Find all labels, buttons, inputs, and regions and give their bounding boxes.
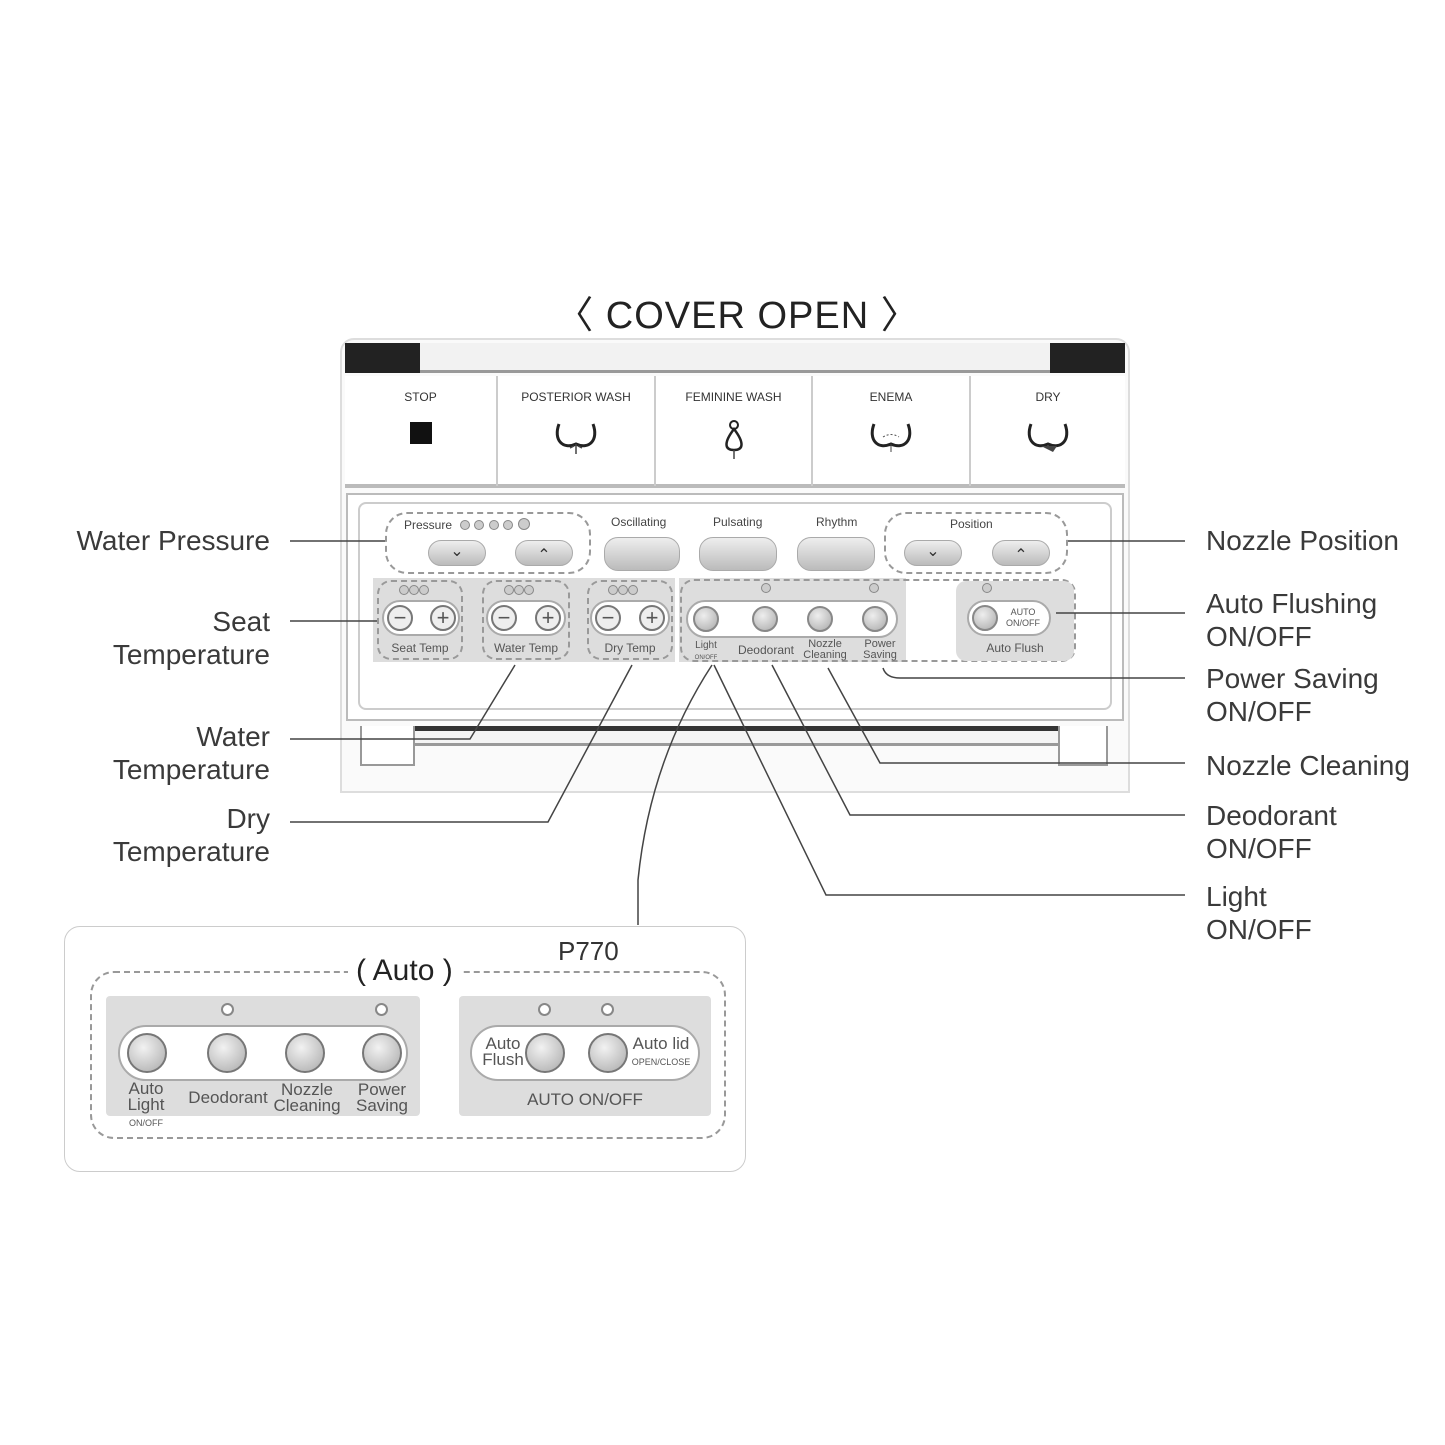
right-hinge bbox=[1050, 343, 1125, 373]
callout-water-temperature: Water Temperature bbox=[112, 721, 270, 785]
pressure-down-button[interactable]: ⌄ bbox=[428, 540, 486, 566]
auto-power-saving-indicator bbox=[375, 1003, 388, 1016]
enema-icon bbox=[870, 423, 912, 452]
auto-power-saving-label: Power Saving bbox=[356, 1080, 408, 1115]
callout-dry-temperature: Dry Temperature bbox=[112, 803, 270, 867]
seat-temp-dots bbox=[399, 582, 429, 600]
pulsating-button[interactable] bbox=[699, 537, 777, 571]
dry-temp-minus-button[interactable]: − bbox=[595, 605, 621, 631]
auto-flush-label-2: Auto Flush bbox=[482, 1034, 524, 1069]
auto-flush-button-2[interactable] bbox=[525, 1033, 565, 1073]
left-hinge bbox=[345, 343, 420, 373]
auto-power-saving-button[interactable] bbox=[362, 1033, 402, 1073]
callout-power-saving: Power Saving ON/OFF bbox=[1206, 663, 1379, 727]
auto-light-button[interactable] bbox=[127, 1033, 167, 1073]
auto-deodorant-indicator bbox=[221, 1003, 234, 1016]
feminine-wash-icon bbox=[724, 420, 743, 459]
position-down-button[interactable]: ⌄ bbox=[904, 540, 962, 566]
seat-temp-plus-button[interactable]: + bbox=[430, 605, 456, 631]
model-label: P770 bbox=[558, 936, 619, 967]
auto-lid-button[interactable] bbox=[588, 1033, 628, 1073]
dry-temp-dots bbox=[608, 582, 638, 600]
auto-flush-label: Auto Flush bbox=[986, 641, 1044, 655]
feminine-wash-label: FEMININE WASH bbox=[685, 390, 782, 404]
nozzle-cleaning-label: Nozzle Cleaning bbox=[803, 638, 847, 661]
feminine-wash-button[interactable]: FEMININE WASH bbox=[656, 376, 813, 486]
right-foot bbox=[1058, 726, 1108, 766]
callout-light: Light ON/OFF bbox=[1206, 881, 1312, 945]
dry-button[interactable]: DRY bbox=[971, 376, 1125, 486]
dry-label: DRY bbox=[1035, 390, 1061, 404]
callout-auto-flushing: Auto Flushing ON/OFF bbox=[1206, 588, 1378, 652]
light-button[interactable] bbox=[693, 606, 719, 632]
posterior-wash-icon bbox=[555, 423, 597, 454]
seat-temp-group bbox=[377, 580, 463, 660]
power-saving-indicator bbox=[869, 583, 879, 593]
auto-flush-indicator-2 bbox=[538, 1003, 551, 1016]
position-up-button[interactable]: ⌃ bbox=[992, 540, 1050, 566]
stop-label: STOP bbox=[404, 390, 437, 404]
power-saving-button[interactable] bbox=[862, 606, 888, 632]
dry-temp-plus-button[interactable]: + bbox=[639, 605, 665, 631]
dry-temp-label: Dry Temp bbox=[604, 641, 656, 655]
auto-lid-indicator bbox=[601, 1003, 614, 1016]
function-group bbox=[680, 579, 1076, 662]
auto-heading: ( Auto ) bbox=[348, 954, 461, 988]
left-foot bbox=[360, 726, 415, 766]
water-temp-group bbox=[482, 580, 570, 660]
stop-icon bbox=[409, 422, 432, 444]
water-temp-plus-button[interactable]: + bbox=[535, 605, 561, 631]
enema-label: ENEMA bbox=[869, 390, 913, 404]
seat-slot bbox=[415, 726, 1060, 746]
nozzle-cleaning-button[interactable] bbox=[807, 606, 833, 632]
rhythm-button[interactable] bbox=[797, 537, 875, 571]
pressure-up-button[interactable]: ⌃ bbox=[515, 540, 573, 566]
auto-deodorant-button[interactable] bbox=[207, 1033, 247, 1073]
power-saving-label: Power Saving bbox=[863, 638, 897, 661]
oscillating-button[interactable] bbox=[604, 537, 680, 571]
auto-flush-button[interactable] bbox=[972, 605, 998, 631]
callout-seat-temperature: Seat Temperature bbox=[112, 606, 270, 670]
deodorant-label: Deodorant bbox=[737, 643, 795, 657]
top-bar bbox=[345, 343, 1125, 373]
position-group bbox=[884, 512, 1068, 574]
callout-deodorant: Deodorant ON/OFF bbox=[1206, 800, 1337, 864]
auto-onoff-caption: AUTO ON/OFF bbox=[527, 1090, 643, 1109]
posterior-wash-label: POSTERIOR WASH bbox=[521, 390, 631, 404]
deodorant-button[interactable] bbox=[752, 606, 778, 632]
pressure-level-dots bbox=[460, 517, 530, 535]
water-temp-minus-button[interactable]: − bbox=[491, 605, 517, 631]
position-label: Position bbox=[950, 517, 993, 531]
auto-nozzle-cleaning-button[interactable] bbox=[285, 1033, 325, 1073]
auto-flush-indicator bbox=[982, 583, 992, 593]
diagram-title: 〈 COVER OPEN 〉 bbox=[555, 295, 920, 337]
deodorant-indicator bbox=[761, 583, 771, 593]
seat-temp-label: Seat Temp bbox=[391, 641, 449, 655]
callout-nozzle-cleaning: Nozzle Cleaning bbox=[1206, 750, 1410, 781]
water-temp-label: Water Temp bbox=[493, 641, 559, 655]
auto-model-box bbox=[64, 926, 746, 1172]
pressure-group bbox=[385, 512, 591, 574]
auto-nozzle-cleaning-label: Nozzle Cleaning bbox=[273, 1080, 341, 1115]
stop-button[interactable]: STOP bbox=[345, 376, 498, 486]
pulsating-label: Pulsating bbox=[713, 515, 763, 529]
dry-temp-group bbox=[587, 580, 673, 660]
callout-nozzle-position: Nozzle Position bbox=[1206, 525, 1399, 556]
oscillating-label: Oscillating bbox=[611, 515, 667, 529]
rhythm-label: Rhythm bbox=[816, 515, 858, 529]
water-temp-dots bbox=[504, 582, 534, 600]
auto-onoff-label: AUTO ON/OFF bbox=[1006, 607, 1040, 628]
auto-deodorant-label: Deodorant bbox=[188, 1088, 268, 1107]
pressure-label: Pressure bbox=[404, 518, 453, 532]
callout-water-pressure: Water Pressure bbox=[76, 525, 270, 556]
dry-icon bbox=[1027, 423, 1069, 452]
auto-onoff-pill bbox=[470, 1025, 700, 1081]
posterior-wash-button[interactable]: POSTERIOR WASH bbox=[498, 376, 656, 486]
enema-button[interactable]: ENEMA bbox=[813, 376, 971, 486]
seat-temp-minus-button[interactable]: − bbox=[387, 605, 413, 631]
